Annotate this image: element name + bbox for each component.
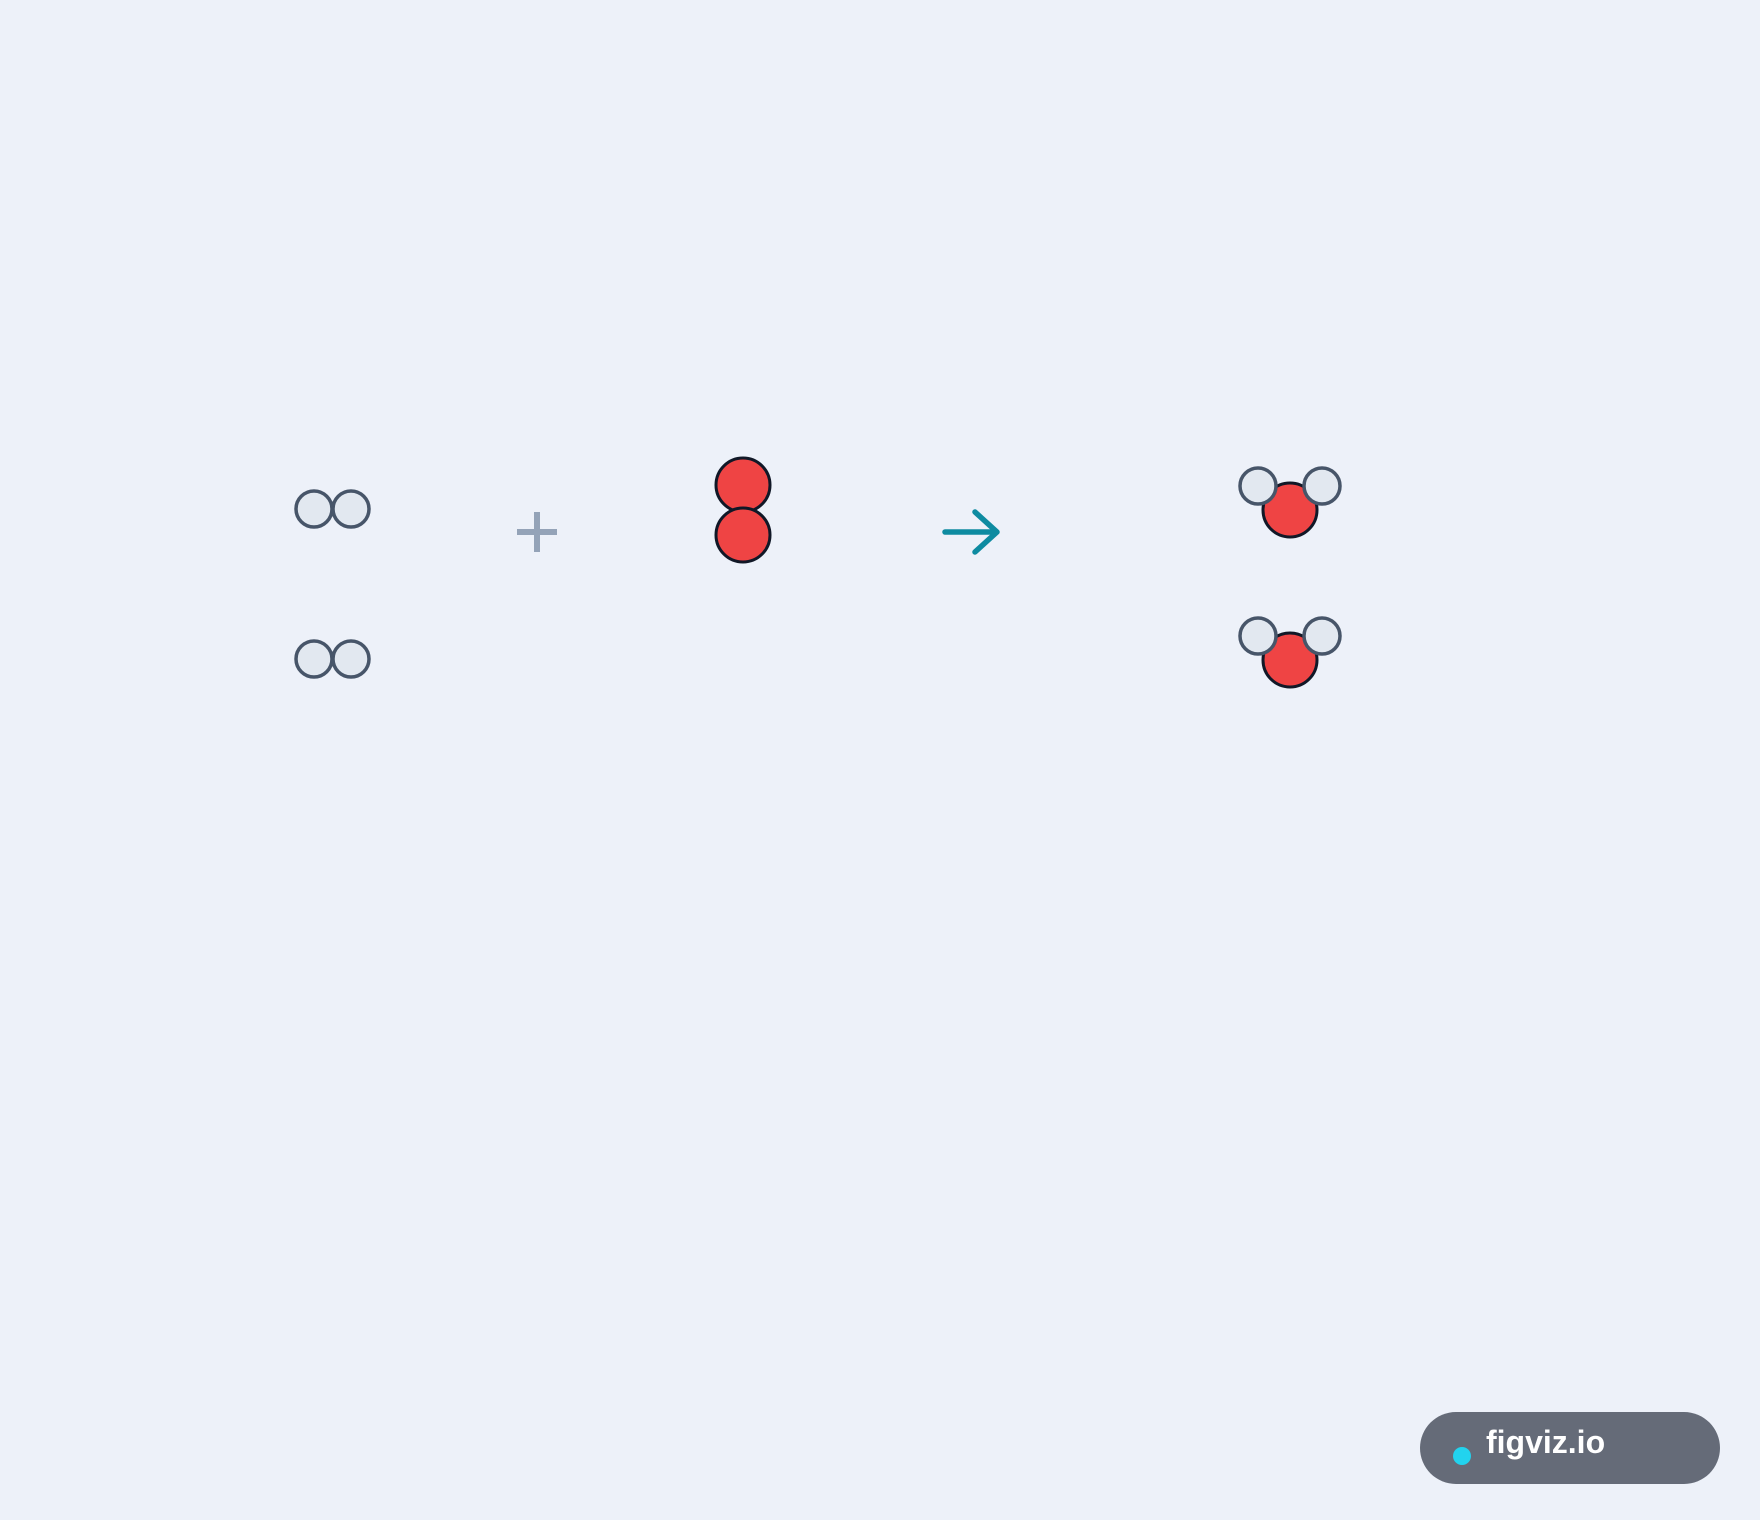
hydrogen-atom (331, 489, 371, 529)
hydrogen-molecule (294, 639, 371, 679)
arrow-right-icon (942, 509, 1000, 555)
hydrogen-atom (331, 639, 371, 679)
hydrogen-atom (1302, 466, 1342, 506)
hydrogen-atom (1238, 466, 1278, 506)
hydrogen-atom (1238, 616, 1278, 656)
hydrogen-atom (294, 639, 334, 679)
hydrogen-molecule (294, 489, 371, 529)
badge-label: figviz.io (1486, 1424, 1606, 1460)
water-molecule (1238, 466, 1342, 539)
hydrogen-atom (1302, 616, 1342, 656)
oxygen-atom (1261, 481, 1319, 539)
hydrogen-atom (294, 489, 334, 529)
watermark-badge: figviz.io (1420, 1412, 1720, 1484)
oxygen-atom (714, 456, 772, 514)
dot-icon (1453, 1447, 1471, 1465)
oxygen-atom (714, 506, 772, 564)
plus-icon (517, 512, 557, 552)
oxygen-molecule (714, 456, 772, 564)
water-molecule (1238, 616, 1342, 689)
oxygen-atom (1261, 631, 1319, 689)
